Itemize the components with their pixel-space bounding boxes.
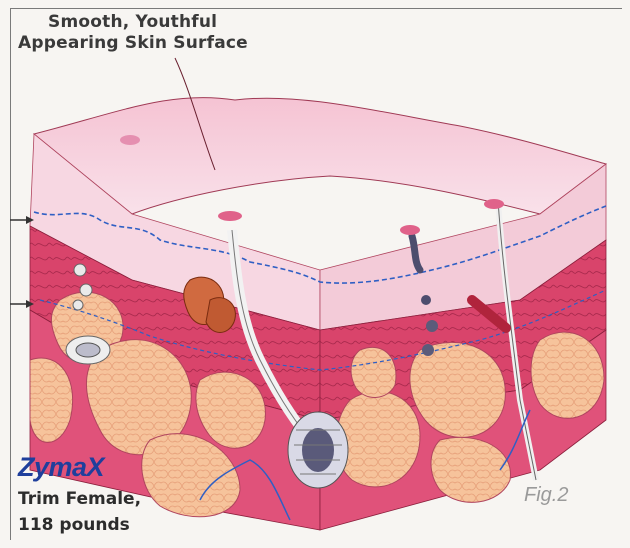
- surface-caption: Smooth, Youthful Appearing Skin Surface: [18, 12, 248, 54]
- figure-label: Fig.2: [524, 484, 568, 507]
- brand-name: ZymaX: [18, 452, 104, 483]
- caption-line-2: Appearing Skin Surface: [18, 33, 248, 54]
- brand-suffix: X: [87, 452, 105, 482]
- brand-prefix: Zyma: [18, 452, 87, 482]
- subject-line-2: 118 pounds: [18, 512, 141, 538]
- skin-top-surface: [34, 98, 606, 214]
- subject-line-1: Trim Female,: [18, 486, 141, 512]
- subject-description: Trim Female, 118 pounds: [18, 486, 141, 538]
- caption-line-1: Smooth, Youthful: [18, 12, 248, 33]
